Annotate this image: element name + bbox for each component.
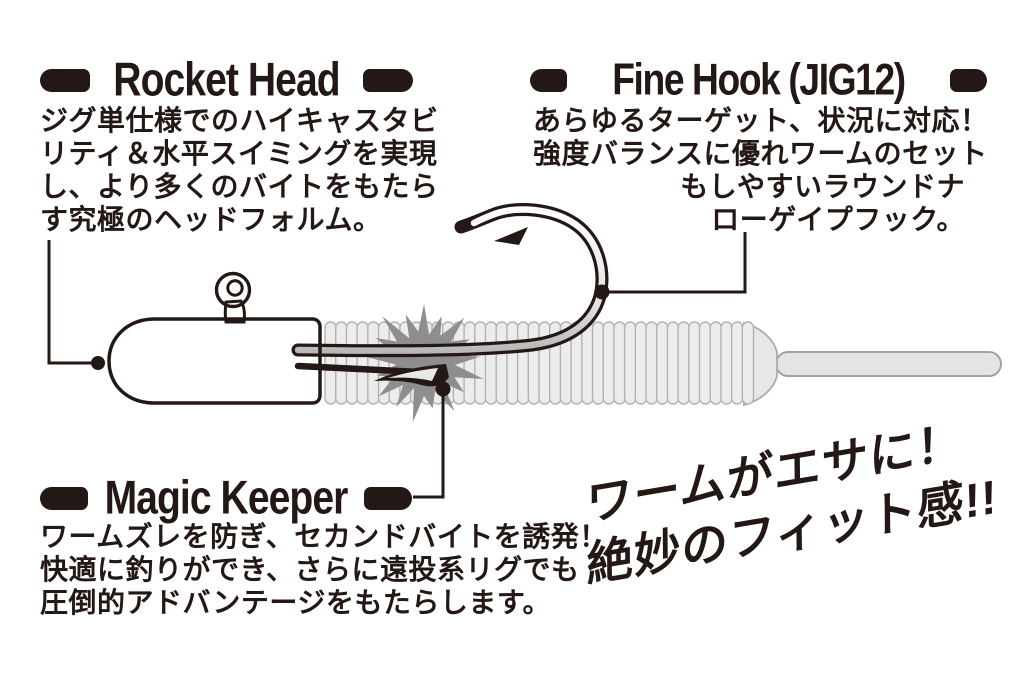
magic-keeper-anchor-dot (435, 381, 451, 397)
line-tie-eye-icon (214, 271, 252, 309)
magic-keeper-callout-line (413, 391, 445, 499)
heading-bar-icon (40, 486, 88, 510)
line-tie-stem (223, 299, 246, 324)
description-line: す究極のヘッドフォルム。 (40, 204, 382, 235)
description-line: あらゆるターゲット、状況に対応！ (533, 105, 989, 136)
description-line: ジグ単仕様でのハイキャスタビ (40, 105, 439, 136)
magic-keeper-description: ワームズレを防ぎ、セカンドバイトを誘発！ 快適に釣りができ、さらに遠投系リグでも… (40, 520, 608, 619)
fine-hook-description: あらゆるターゲット、状況に対応！ 強度バランスに優れワームのセット もしやすいラ… (533, 104, 989, 236)
magic-keeper-starburst-icon (364, 304, 484, 422)
description-line: 強度バランスに優れワームのセット (533, 138, 988, 169)
heading-bar-icon (950, 68, 987, 92)
heading-bar-icon (530, 68, 567, 92)
rocket-head-anchor-dot (91, 356, 105, 370)
description-line: 快適に釣りができ、さらに遠投系リグでも (40, 554, 580, 585)
fine-hook-callout-line (609, 232, 747, 294)
keeper-barb-highlight (388, 368, 438, 381)
jig-head-body (107, 317, 322, 405)
fine-hook-heading: Fine Hook (JIG12) (530, 58, 987, 102)
description-line: リティ＆水平スイミングを実現 (40, 138, 438, 169)
description-line: し、より多くのバイトをもたら (40, 171, 439, 202)
fine-hook-anchor-dot (594, 284, 610, 300)
description-line: 圧倒的アドバンテージをもたらします。 (40, 587, 552, 618)
hook-point-barb (494, 227, 528, 245)
heading-bar-icon (363, 68, 413, 92)
worm-ribbed-body (324, 321, 755, 405)
rocket-head-callout-line (47, 240, 92, 365)
description-line: ローゲイプフック。 (711, 204, 965, 235)
fine-hook-title: Fine Hook (JIG12) (612, 55, 906, 105)
description-line: ワームズレを防ぎ、セカンドバイトを誘発！ (40, 521, 608, 552)
description-line: もしやすいラウンドナ (680, 171, 965, 202)
magic-keeper-heading: Magic Keeper (40, 471, 412, 524)
jig-head-highlight (132, 326, 167, 395)
line-tie-eye-hole (226, 279, 244, 297)
heading-bar-icon (40, 68, 90, 92)
rocket-head-heading: Rocket Head (40, 53, 413, 106)
heading-bar-icon (364, 486, 412, 510)
rocket-head-title: Rocket Head (113, 53, 340, 106)
worm-tail (775, 351, 1002, 377)
magic-keeper-title: Magic Keeper (104, 471, 349, 524)
rocket-head-description: ジグ単仕様でのハイキャスタビ リティ＆水平スイミングを実現 し、より多くのバイト… (40, 104, 440, 236)
